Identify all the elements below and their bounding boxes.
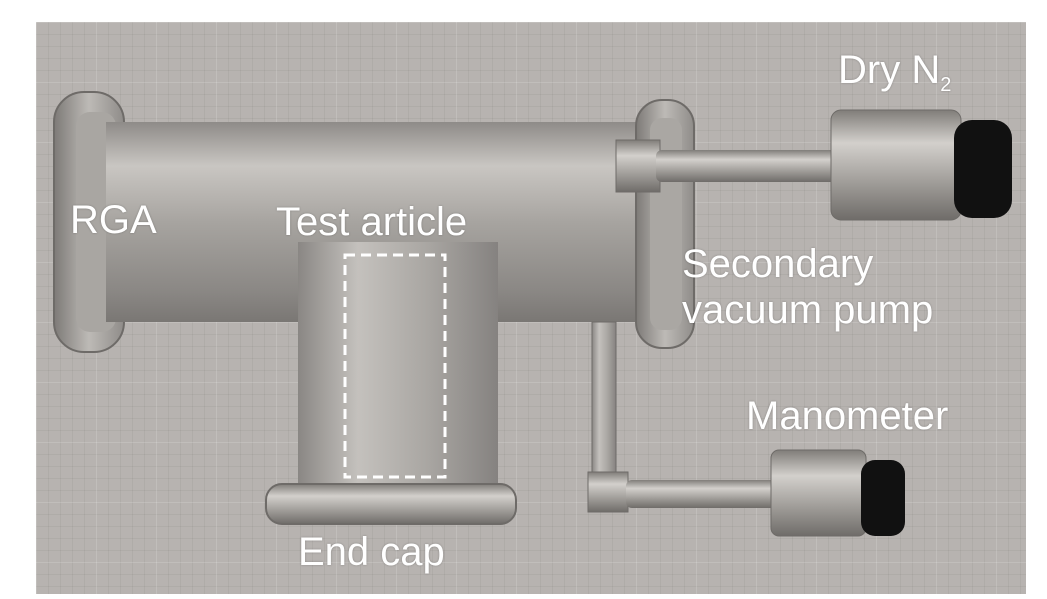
dry-n2-subscript: 2 [940,74,952,96]
end-cap-flange [265,483,517,525]
manometer-fitting [587,321,905,537]
dry-n2-knob [954,120,1012,218]
dry-n2-text: Dry N [838,48,941,92]
branch-tube [298,242,498,512]
rga-label: RGA [70,198,157,242]
test-article-outline [343,253,447,479]
vacuum-tee-illustration [53,91,1012,537]
manometer-knob [861,460,905,536]
secondary-vacuum-pump-label-line2: vacuum pump [682,288,934,332]
manometer-label: Manometer [746,394,949,438]
dry-n2-label: Dry N2 [838,50,951,95]
dry-n2-fitting [615,109,1012,221]
secondary-vacuum-pump-label-line1: Secondary [682,242,874,286]
apparatus-photo: RGA Test article Dry N2 Secondary vacuum… [36,22,1026,594]
end-cap-label: End cap [298,530,445,574]
test-article-label: Test article [276,200,468,244]
